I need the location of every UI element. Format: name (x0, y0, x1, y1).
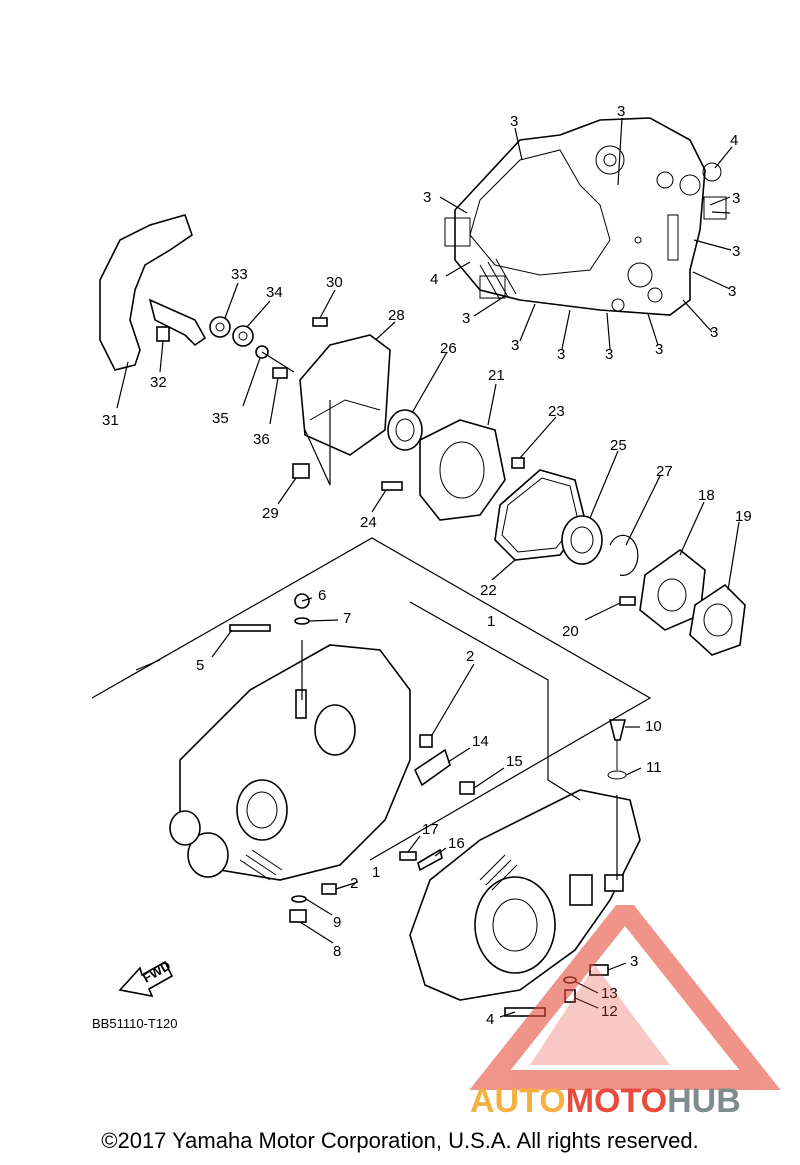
callout-29: 29 (262, 505, 279, 522)
callout-6: 6 (318, 587, 326, 604)
callout-24: 24 (360, 514, 377, 531)
assembly-frame-lines (91, 400, 652, 880)
callout-23: 23 (548, 403, 565, 420)
callout-3: 3 (511, 337, 519, 354)
callout-27: 27 (656, 463, 673, 480)
callout-19: 19 (735, 508, 752, 525)
middle-cover-assembly (292, 317, 746, 656)
fwd-arrow-icon: FWD (118, 958, 173, 998)
callout-17: 17 (422, 821, 439, 838)
callout-28: 28 (388, 307, 405, 324)
callout-26: 26 (440, 340, 457, 357)
callout-32: 32 (150, 374, 167, 391)
svg-text:AUTOMOTOHUB: AUTOMOTOHUB (470, 1082, 741, 1120)
callout-labels: 3 3 4 3 3 3 4 3 3 3 3 3 3 3 3 33 34 30 2… (102, 103, 752, 1028)
callout-15: 15 (506, 753, 523, 770)
callout-3: 3 (510, 113, 518, 130)
callout-3: 3 (655, 341, 663, 358)
callout-33: 33 (231, 266, 248, 283)
callout-7: 7 (343, 610, 351, 627)
callout-4: 4 (430, 271, 438, 288)
watermark-moto: MOTO (566, 1082, 667, 1120)
callout-31: 31 (102, 412, 119, 429)
callout-3: 3 (617, 103, 625, 120)
crankcase-left (169, 593, 433, 923)
callout-22: 22 (480, 582, 497, 599)
callout-36: 36 (253, 431, 270, 448)
callout-2: 2 (466, 648, 474, 665)
callout-3: 3 (462, 310, 470, 327)
callout-8: 8 (333, 943, 341, 960)
callout-4: 4 (486, 1011, 494, 1028)
leader-lines-top (439, 117, 733, 350)
callout-3: 3 (423, 189, 431, 206)
automotohub-watermark-logo: AUTOMOTOHUB (470, 905, 781, 1120)
callout-16: 16 (448, 835, 465, 852)
callout-1: 1 (487, 613, 495, 630)
copyright-notice: ©2017 Yamaha Motor Corporation, U.S.A. A… (101, 1128, 699, 1153)
crankcase-right (399, 719, 641, 1017)
callout-3: 3 (732, 190, 740, 207)
callout-10: 10 (645, 718, 662, 735)
callout-3: 3 (605, 346, 613, 363)
callout-13: 13 (601, 985, 618, 1002)
callout-34: 34 (266, 284, 283, 301)
callout-25: 25 (610, 437, 627, 454)
watermark-hub: HUB (667, 1082, 741, 1120)
guard-bracket-assembly (99, 214, 288, 379)
callout-3: 3 (630, 953, 638, 970)
callout-18: 18 (698, 487, 715, 504)
callout-3: 3 (710, 324, 718, 341)
callout-30: 30 (326, 274, 343, 291)
callout-12: 12 (601, 1003, 618, 1020)
callout-1: 1 (372, 864, 380, 881)
callout-2: 2 (350, 875, 358, 892)
callout-5: 5 (196, 657, 204, 674)
callout-20: 20 (562, 623, 579, 640)
callout-35: 35 (212, 410, 229, 427)
crankcase-cover-assembly (444, 117, 727, 316)
callout-21: 21 (488, 367, 505, 384)
watermark-auto: AUTO (470, 1082, 566, 1120)
callout-4: 4 (730, 132, 738, 149)
callout-11: 11 (646, 759, 662, 776)
leader-lines-left (116, 282, 396, 425)
leader-lines-middle (277, 351, 740, 621)
callout-3: 3 (557, 346, 565, 363)
leader-lines-lower (211, 597, 642, 1018)
callout-3: 3 (728, 283, 736, 300)
callout-3: 3 (732, 243, 740, 260)
callout-14: 14 (472, 733, 489, 750)
diagram-code: BB51110-T120 (92, 1016, 178, 1031)
callout-9: 9 (333, 914, 341, 931)
